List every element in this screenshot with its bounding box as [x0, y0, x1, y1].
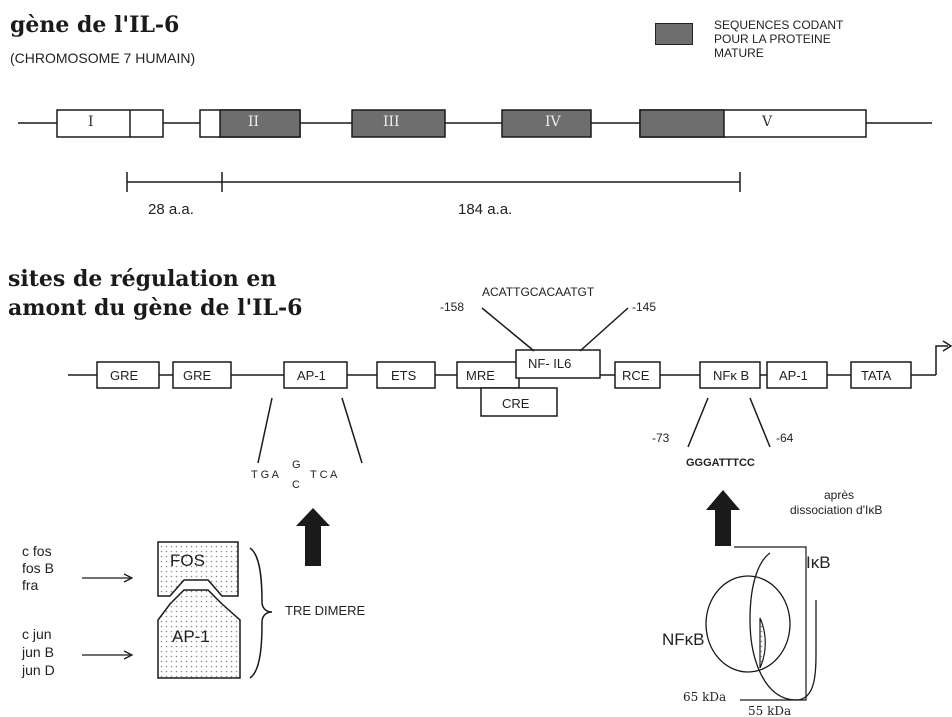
site-gre-2: GRE [183, 368, 211, 383]
nfkb-complex-label: NFκB [662, 630, 705, 650]
nfil6-left-pos: -158 [440, 300, 464, 314]
site-ap1-a: AP-1 [297, 368, 326, 383]
regulation-title-2: amont du gène de l'IL-6 [8, 295, 302, 321]
exon-4-label: IV [545, 114, 561, 130]
jun-gene-2: jun B [22, 644, 54, 660]
scale-184aa: 184 a.a. [458, 201, 512, 218]
ikb-label: IκB [806, 553, 831, 573]
site-nf-il6: NF- IL6 [528, 356, 571, 371]
site-gre-1: GRE [110, 368, 138, 383]
exon-1-label: I [88, 114, 94, 130]
fos-gene-3: fra [22, 577, 38, 593]
kb-left-pos: -73 [652, 431, 669, 445]
site-ets: ETS [391, 368, 416, 383]
tre-seq-left: T G A [251, 469, 279, 481]
exon-5-label: V [762, 114, 772, 130]
kda-55-label: 55 kDa [748, 705, 791, 717]
site-cre: CRE [502, 396, 529, 411]
kb-right-pos: -64 [776, 431, 793, 445]
site-mre: MRE [466, 368, 495, 383]
apres-label: après [824, 488, 854, 502]
nfil6-right-pos: -145 [632, 300, 656, 314]
site-rce: RCE [622, 368, 649, 383]
kda-65-label: 65 kDa [683, 690, 726, 704]
tre-dimere-label: TRE DIMERE [285, 603, 365, 618]
fos-protein-label: FOS [170, 551, 205, 571]
exon-3-label: III [383, 114, 400, 130]
fos-gene-2: fos B [22, 560, 54, 576]
exon-2-label: II [248, 114, 259, 130]
tre-seq-top: G [292, 459, 301, 471]
nfil6-sequence: ACATTGCACAATGT [482, 285, 594, 299]
site-nfkb: NFκ B [713, 368, 749, 383]
tre-seq-bottom: C [292, 479, 300, 491]
fos-gene-1: c fos [22, 543, 52, 559]
jun-gene-1: c jun [22, 626, 52, 642]
tre-seq-right: T C A [310, 469, 337, 481]
dissociation-label: dissociation d'IκB [790, 503, 882, 517]
regulation-title-1: sites de régulation en [8, 266, 276, 292]
scale-28aa: 28 a.a. [148, 201, 194, 218]
kb-sequence: GGGATTTCC [686, 457, 755, 469]
ap1-protein-label: AP-1 [172, 627, 210, 647]
site-tata: TATA [861, 368, 891, 383]
jun-gene-3: jun D [22, 662, 55, 678]
site-ap1-b: AP-1 [779, 368, 808, 383]
